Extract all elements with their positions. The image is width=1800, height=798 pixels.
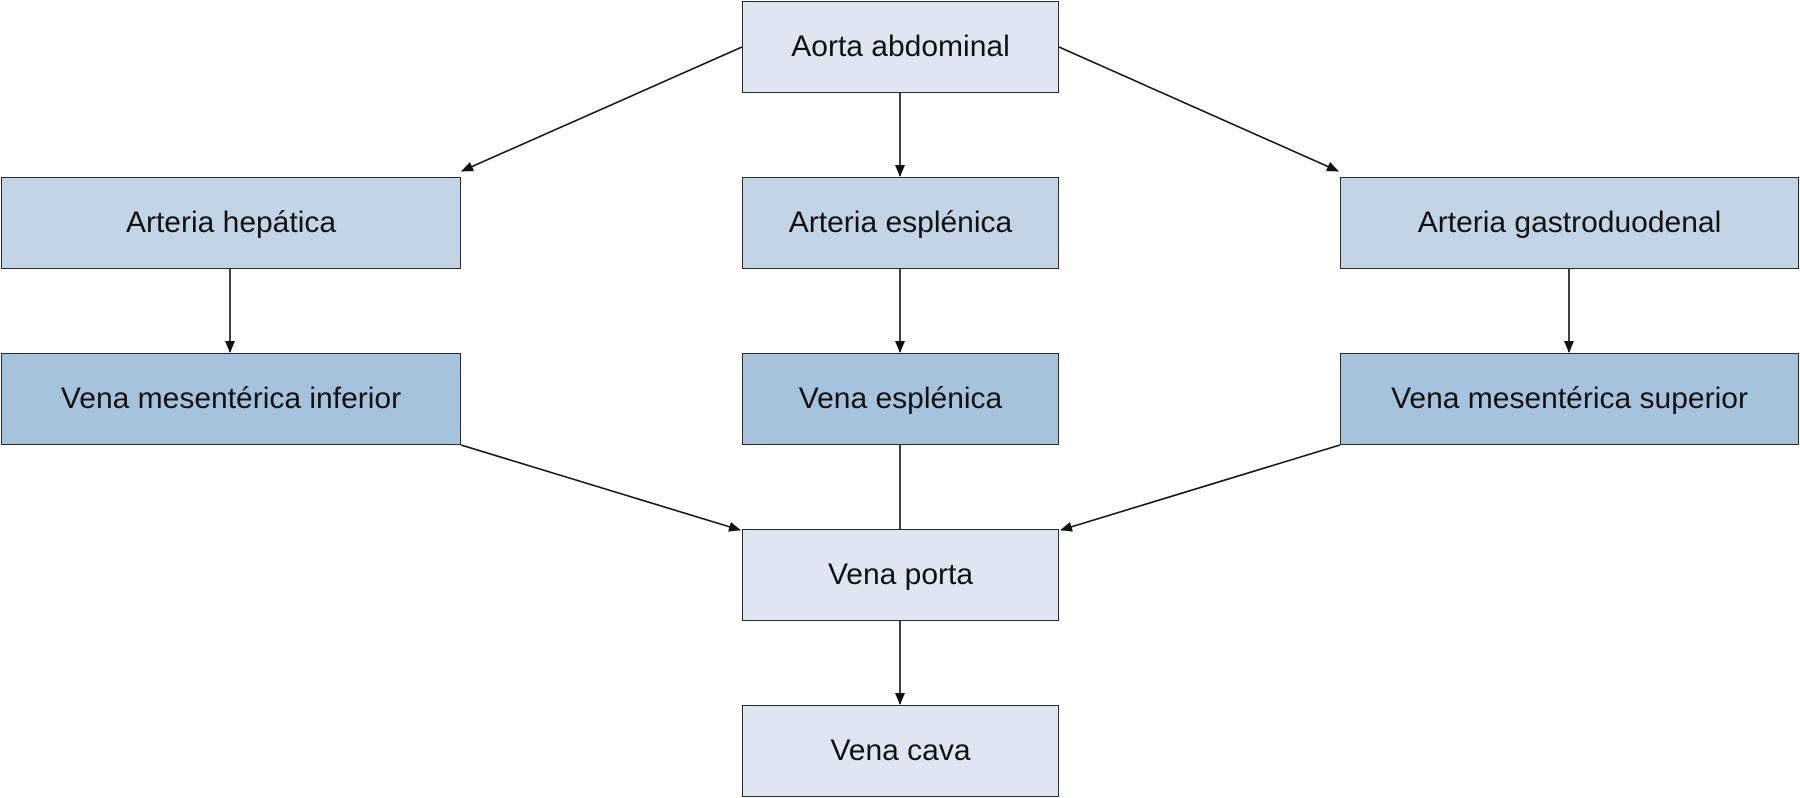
node-label: Arteria esplénica bbox=[788, 206, 1013, 239]
edge-aorta-to-arteria-hepatica bbox=[461, 46, 743, 172]
node-label: Vena mesentérica superior bbox=[1391, 382, 1748, 415]
node-label: Vena mesentérica inferior bbox=[60, 382, 402, 415]
node-label: Arteria gastroduodenal bbox=[1417, 206, 1722, 239]
node-arteria-esplenica: Arteria esplénica bbox=[742, 177, 1059, 269]
edge-vena-mesenterica-inferior-to-vena-porta bbox=[460, 444, 741, 532]
node-label: Vena esplénica bbox=[798, 382, 1003, 415]
edge-vena-mesenterica-superior-to-vena-porta bbox=[1060, 444, 1341, 532]
node-label: Arteria hepática bbox=[125, 206, 337, 239]
node-vena-mesenterica-inferior: Vena mesentérica inferior bbox=[1, 353, 461, 445]
node-vena-mesenterica-superior: Vena mesentérica superior bbox=[1340, 353, 1799, 445]
node-label: Aorta abdominal bbox=[791, 30, 1010, 63]
node-vena-esplenica: Vena esplénica bbox=[742, 353, 1059, 445]
node-vena-cava: Vena cava bbox=[742, 705, 1059, 797]
node-label: Vena cava bbox=[830, 734, 971, 767]
node-arteria-hepatica: Arteria hepática bbox=[1, 177, 461, 269]
node-aorta-abdominal: Aorta abdominal bbox=[742, 1, 1059, 93]
node-vena-porta: Vena porta bbox=[742, 529, 1059, 621]
node-arteria-gastroduodenal: Arteria gastroduodenal bbox=[1340, 177, 1799, 269]
node-label: Vena porta bbox=[827, 558, 974, 591]
edge-aorta-to-arteria-gastroduodenal bbox=[1058, 46, 1339, 172]
